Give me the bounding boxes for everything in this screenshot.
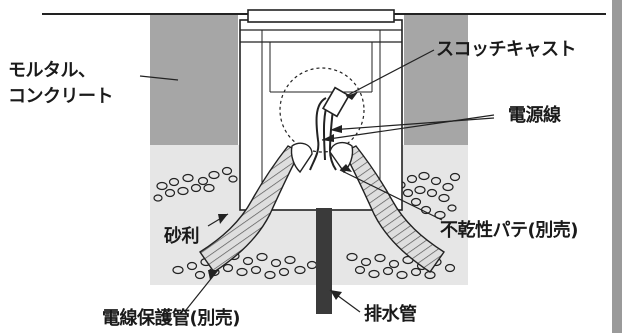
mortar-right (404, 15, 468, 145)
leader-lines (139, 49, 495, 313)
drain-pipe (316, 208, 332, 314)
conduit-left (199, 145, 301, 273)
putty-caps (290, 141, 354, 174)
label-power-wire: 電源線 (508, 105, 561, 126)
joint-highlight-circle (279, 67, 365, 153)
mortar-left (150, 15, 238, 145)
label-mortar-line1: モルタル、 (8, 60, 96, 81)
conduit-right (343, 145, 445, 273)
label-mortar-line2: コンクリート (8, 86, 114, 107)
label-scotchcast: スコッチキャスト (436, 39, 577, 60)
label-putty: 不乾性パテ(別売) (440, 220, 578, 241)
label-conduit: 電線保護管(別売) (102, 308, 240, 329)
leader-arrowheads (208, 92, 358, 300)
label-gravel: 砂利 (164, 226, 200, 247)
label-drain: 排水管 (364, 304, 417, 325)
scotchcast-connector (321, 86, 351, 118)
side-bar (612, 0, 622, 333)
gravel-pebbles-left (153, 166, 238, 202)
